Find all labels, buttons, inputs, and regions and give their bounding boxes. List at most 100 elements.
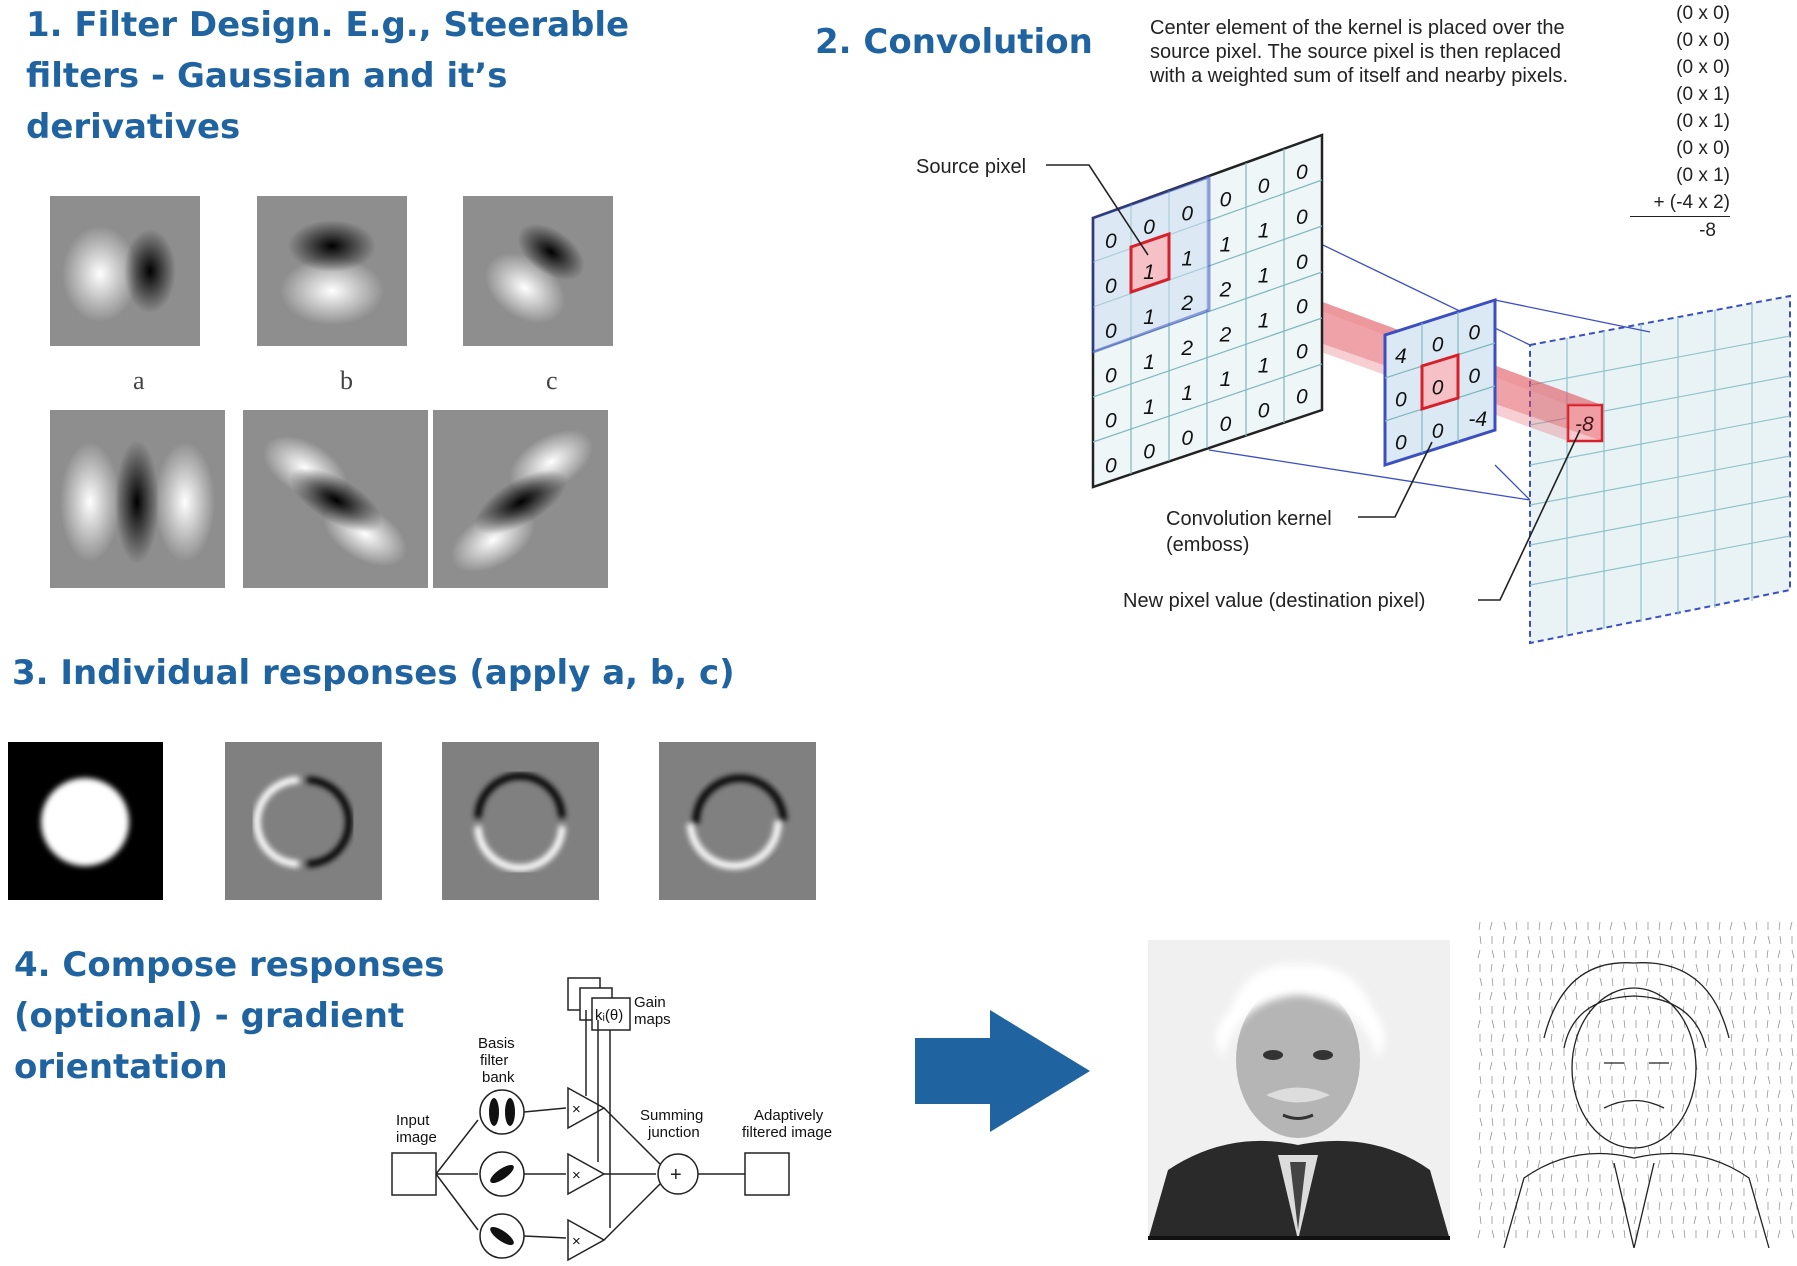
orientation-tick (1490, 963, 1493, 973)
orientation-tick (1478, 921, 1481, 931)
orientation-tick (1526, 1159, 1529, 1169)
orientation-tick (1623, 1159, 1626, 1169)
orientation-tick (1719, 977, 1723, 987)
orientation-tick (1515, 921, 1518, 931)
orientation-tick (1683, 1131, 1687, 1141)
source-cell: 0 (1296, 161, 1308, 184)
orientation-tick (1587, 1215, 1591, 1225)
orientation-tick (1503, 1089, 1506, 1099)
orientation-tick (1789, 1201, 1793, 1211)
orientation-tick (1646, 1229, 1649, 1239)
orientation-tick (1634, 1117, 1637, 1127)
orientation-tick (1718, 1131, 1721, 1141)
orientation-tick (1647, 963, 1650, 973)
orientation-tick (1647, 935, 1651, 945)
orientation-tick (1706, 1159, 1709, 1169)
kernel-label-line-1: Convolution kernel (1166, 508, 1332, 530)
orientation-tick (1717, 949, 1721, 959)
orientation-tick (1501, 1173, 1505, 1183)
orientation-tick (1609, 921, 1613, 931)
orientation-tick (1575, 1173, 1579, 1183)
orientation-tick (1658, 1201, 1661, 1211)
orientation-tick (1718, 921, 1721, 931)
source-cell: 0 (1105, 275, 1117, 298)
kernel-cell: 0 (1432, 420, 1444, 443)
orientation-tick (1766, 949, 1769, 959)
orientation-tick (1551, 977, 1554, 987)
orientation-tick (1693, 1005, 1697, 1015)
orientation-tick (1491, 1019, 1495, 1029)
orientation-tick (1718, 1061, 1721, 1071)
orientation-tick (1525, 1047, 1529, 1057)
orientation-tick (1598, 1131, 1601, 1141)
source-cell: 0 (1105, 320, 1117, 343)
orientation-tick (1573, 1005, 1577, 1015)
orientation-tick (1575, 921, 1578, 931)
orientation-tick (1683, 1159, 1686, 1169)
orientation-tick (1645, 977, 1649, 987)
orientation-tick (1789, 1061, 1793, 1071)
orientation-tick (1537, 1159, 1541, 1169)
orientation-tick (1597, 1229, 1601, 1239)
orientation-tick (1538, 1061, 1541, 1071)
orientation-tick (1705, 1047, 1709, 1057)
orientation-tick (1562, 1005, 1565, 1015)
orientation-tick (1609, 1201, 1613, 1211)
orientation-tick (1706, 949, 1709, 959)
orientation-tick (1743, 1159, 1746, 1169)
orientation-tick (1527, 1145, 1531, 1155)
orientation-tick (1538, 921, 1541, 931)
orientation-tick (1489, 1131, 1493, 1141)
orientation-tick (1633, 1215, 1637, 1225)
orientation-tick (1610, 1103, 1613, 1113)
orientation-tick (1742, 1145, 1745, 1155)
orientation-tick (1599, 1215, 1602, 1225)
orientation-tick (1502, 935, 1505, 945)
orientation-tick (1551, 1187, 1554, 1197)
orientation-tick (1743, 991, 1747, 1001)
math-term: (0 x 0) (1676, 30, 1730, 51)
orientation-tick (1573, 1215, 1577, 1225)
orientation-tick (1551, 1047, 1554, 1057)
filter-label-c: c (546, 366, 558, 395)
orientation-tick (1731, 1047, 1734, 1057)
orientation-tick (1515, 963, 1519, 973)
orientation-tick (1611, 1187, 1614, 1197)
orientation-tick (1479, 1047, 1483, 1057)
orientation-tick (1623, 1089, 1626, 1099)
orientation-tick (1525, 1187, 1529, 1197)
orientation-tick (1683, 1061, 1687, 1071)
orientation-tick (1503, 921, 1507, 931)
orientation-tick (1623, 1061, 1627, 1071)
orientation-tick (1527, 1215, 1531, 1225)
orientation-tick (1681, 1103, 1685, 1113)
orientation-tick (1551, 1089, 1555, 1099)
source-cell: 1 (1143, 306, 1155, 329)
multiplier-2: × (572, 1167, 581, 1184)
orientation-tick (1767, 1033, 1770, 1043)
orientation-tick (1789, 991, 1793, 1001)
orientation-tick (1791, 1019, 1795, 1029)
source-cell: 2 (1219, 323, 1232, 346)
orientation-tick (1611, 949, 1615, 959)
orientation-tick (1491, 1089, 1495, 1099)
source-cell: 0 (1105, 365, 1117, 388)
orientation-tick (1491, 1187, 1494, 1197)
orientation-tick (1670, 1103, 1673, 1113)
orientation-tick (1777, 1229, 1781, 1239)
orientation-tick (1779, 1005, 1782, 1015)
orientation-tick (1719, 1075, 1722, 1085)
math-result: -8 (1699, 220, 1716, 241)
orientation-tick (1707, 1033, 1710, 1043)
source-cell: 0 (1296, 206, 1308, 229)
section-1-line-3: derivatives (26, 107, 241, 147)
orientation-tick (1611, 1019, 1615, 1029)
orientation-tick (1563, 1201, 1567, 1211)
orientation-tick (1671, 1117, 1674, 1127)
orientation-tick (1657, 1089, 1661, 1099)
orientation-tick (1790, 963, 1793, 973)
orientation-tick (1719, 1187, 1723, 1197)
orientation-tick (1502, 1005, 1505, 1015)
orientation-tick (1657, 1159, 1661, 1169)
orientation-tick (1599, 1145, 1602, 1155)
